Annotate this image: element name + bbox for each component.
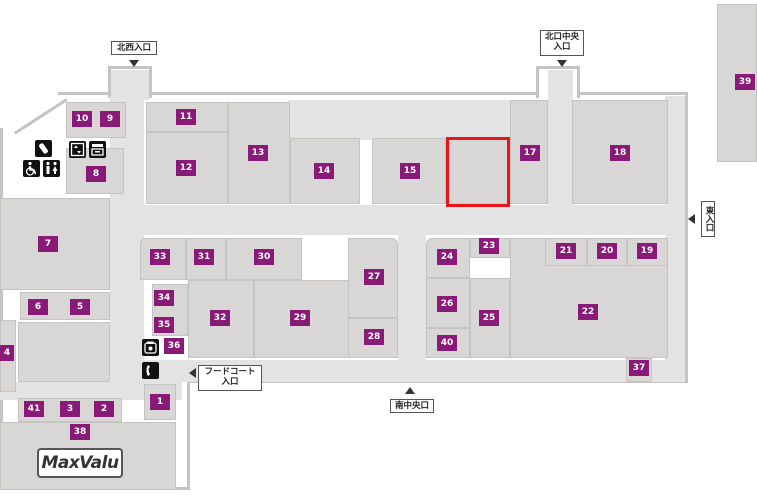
shop-label-37[interactable]: 37	[629, 360, 649, 376]
shop-label-2[interactable]: 2	[94, 401, 114, 417]
shop-label-35[interactable]: 35	[154, 317, 174, 333]
maxvalu-logo[interactable]: MaxValu	[37, 448, 123, 478]
selected-store-outline[interactable]	[446, 137, 510, 207]
arrow-down-icon	[557, 60, 567, 67]
arrow-down-icon	[129, 60, 139, 67]
shop-label-17[interactable]: 17	[520, 145, 540, 161]
elevator-icon	[69, 141, 86, 158]
outline-bottom-right	[685, 92, 688, 383]
entrance-food-court-label[interactable]: フードコート入口	[198, 365, 262, 391]
shop-label-40[interactable]: 40	[437, 335, 457, 351]
corridor-bottom	[110, 360, 684, 382]
arrow-up-icon	[405, 387, 415, 394]
shop-label-20[interactable]: 20	[597, 243, 617, 259]
shop-label-23[interactable]: 23	[479, 238, 499, 254]
wheelchair-icon	[23, 160, 40, 177]
shop-label-36[interactable]: 36	[164, 338, 184, 354]
shop-label-33[interactable]: 33	[150, 249, 170, 265]
shop-label-9[interactable]: 9	[100, 111, 120, 127]
outline-cut-se	[190, 380, 690, 498]
maxvalu-logo-text: MaxValu	[41, 453, 119, 473]
corridor-east-end	[665, 96, 685, 382]
shop-label-22[interactable]: 22	[578, 304, 598, 320]
shop-label-3[interactable]: 3	[60, 401, 80, 417]
corridor-west-vertical	[110, 96, 144, 386]
shop-label-6[interactable]: 6	[28, 299, 48, 315]
shop-label-15[interactable]: 15	[400, 163, 420, 179]
entrance-south-center-label[interactable]: 南中央口	[390, 399, 434, 413]
shop-label-5[interactable]: 5	[70, 299, 90, 315]
shop-area-32	[188, 280, 254, 358]
shop-label-10[interactable]: 10	[72, 111, 92, 127]
shop-label-13[interactable]: 13	[248, 145, 268, 161]
atm-icon	[89, 141, 106, 158]
shop-label-26[interactable]: 26	[437, 296, 457, 312]
shop-label-39[interactable]: 39	[735, 74, 755, 90]
restroom-icon	[43, 160, 60, 177]
payphone-icon	[142, 362, 159, 379]
entrance-east-label[interactable]: 東入口	[701, 201, 715, 237]
shop-label-38[interactable]: 38	[70, 424, 90, 440]
shop-label-34[interactable]: 34	[154, 290, 174, 306]
shop-label-41[interactable]: 41	[24, 401, 44, 417]
shop-area-26	[426, 278, 470, 328]
shop-label-19[interactable]: 19	[637, 243, 657, 259]
shop-label-27[interactable]: 27	[364, 269, 384, 285]
entrance-north-center-label[interactable]: 北口中央入口	[540, 30, 584, 56]
shop-label-24[interactable]: 24	[437, 249, 457, 265]
shop-area-33	[140, 238, 186, 280]
corridor-upper-strip	[288, 100, 510, 140]
main-corridor	[110, 205, 684, 235]
shop-label-7[interactable]: 7	[38, 236, 58, 252]
shop-label-11[interactable]: 11	[176, 109, 196, 125]
shop-label-1[interactable]: 1	[150, 394, 170, 410]
shop-label-4[interactable]: 4	[0, 345, 14, 361]
shop-label-14[interactable]: 14	[314, 163, 334, 179]
telephone-icon	[142, 339, 159, 356]
shop-label-30[interactable]: 30	[254, 249, 274, 265]
nursing-room-icon	[35, 140, 52, 157]
corridor-north-west	[111, 70, 149, 100]
shop-label-18[interactable]: 18	[610, 145, 630, 161]
shop-label-32[interactable]: 32	[210, 310, 230, 326]
arrow-left-icon	[688, 214, 695, 224]
corridor-south-center	[398, 230, 426, 370]
shop-label-28[interactable]: 28	[364, 329, 384, 345]
shop-label-29[interactable]: 29	[290, 310, 310, 326]
shop-label-8[interactable]: 8	[86, 166, 106, 182]
shop-label-21[interactable]: 21	[556, 243, 576, 259]
arrow-left-icon	[189, 368, 196, 378]
corridor-north-center	[548, 70, 573, 210]
shop-label-12[interactable]: 12	[176, 160, 196, 176]
shop-area-west-lower	[18, 322, 110, 382]
shop-label-25[interactable]: 25	[479, 310, 499, 326]
entrance-north-west-label[interactable]: 北西入口	[111, 41, 157, 55]
shop-label-31[interactable]: 31	[194, 249, 214, 265]
corridor-west-lower	[0, 382, 182, 400]
